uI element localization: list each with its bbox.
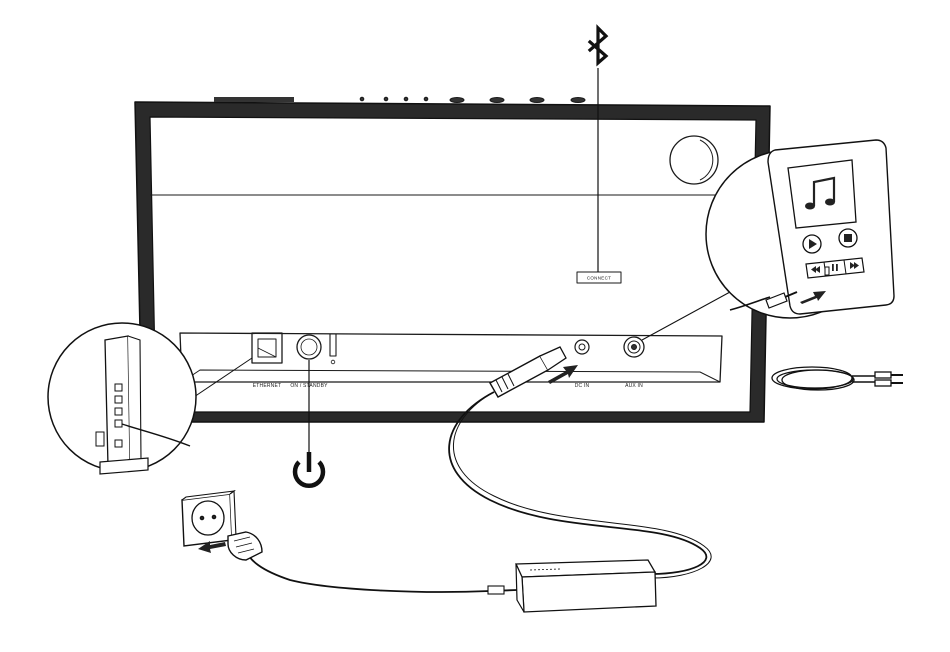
power-icon [295, 452, 323, 486]
router-port [115, 408, 122, 415]
ethernet-label: ETHERNET [253, 383, 282, 389]
router-port [115, 396, 122, 403]
outlet-hole [200, 516, 204, 520]
router-stand-foot [96, 432, 104, 446]
router-port [115, 440, 122, 447]
router-port [115, 384, 122, 391]
power-adapter [246, 551, 656, 612]
top-button [490, 98, 504, 103]
dc-in-label: DC IN [575, 383, 590, 389]
top-button [530, 98, 544, 103]
cord-strain-relief [488, 586, 504, 594]
top-control-strip [214, 97, 294, 102]
aux-cable-coil [772, 367, 903, 390]
top-button [424, 97, 428, 101]
top-button [384, 97, 388, 101]
adapter-front [522, 572, 656, 612]
aux-in-label: AUX IN [625, 383, 643, 389]
aux-in-jack-hole [632, 345, 637, 350]
speaker-unit [135, 97, 770, 422]
router-side [128, 336, 141, 462]
connect-label: CONNECT [587, 276, 611, 281]
top-button [450, 98, 464, 103]
top-button [571, 98, 585, 103]
top-button [360, 97, 364, 101]
bluetooth-icon [590, 28, 606, 63]
player-jack [825, 267, 829, 275]
router-callout [48, 323, 196, 474]
stop-icon [844, 234, 852, 242]
mains-cord [246, 551, 517, 592]
outlet-hole [212, 515, 216, 519]
outlet-socket [192, 501, 224, 535]
top-button [404, 97, 408, 101]
mains-plug-body [228, 532, 262, 560]
router-port [115, 420, 122, 427]
music-player-screen [788, 160, 856, 228]
